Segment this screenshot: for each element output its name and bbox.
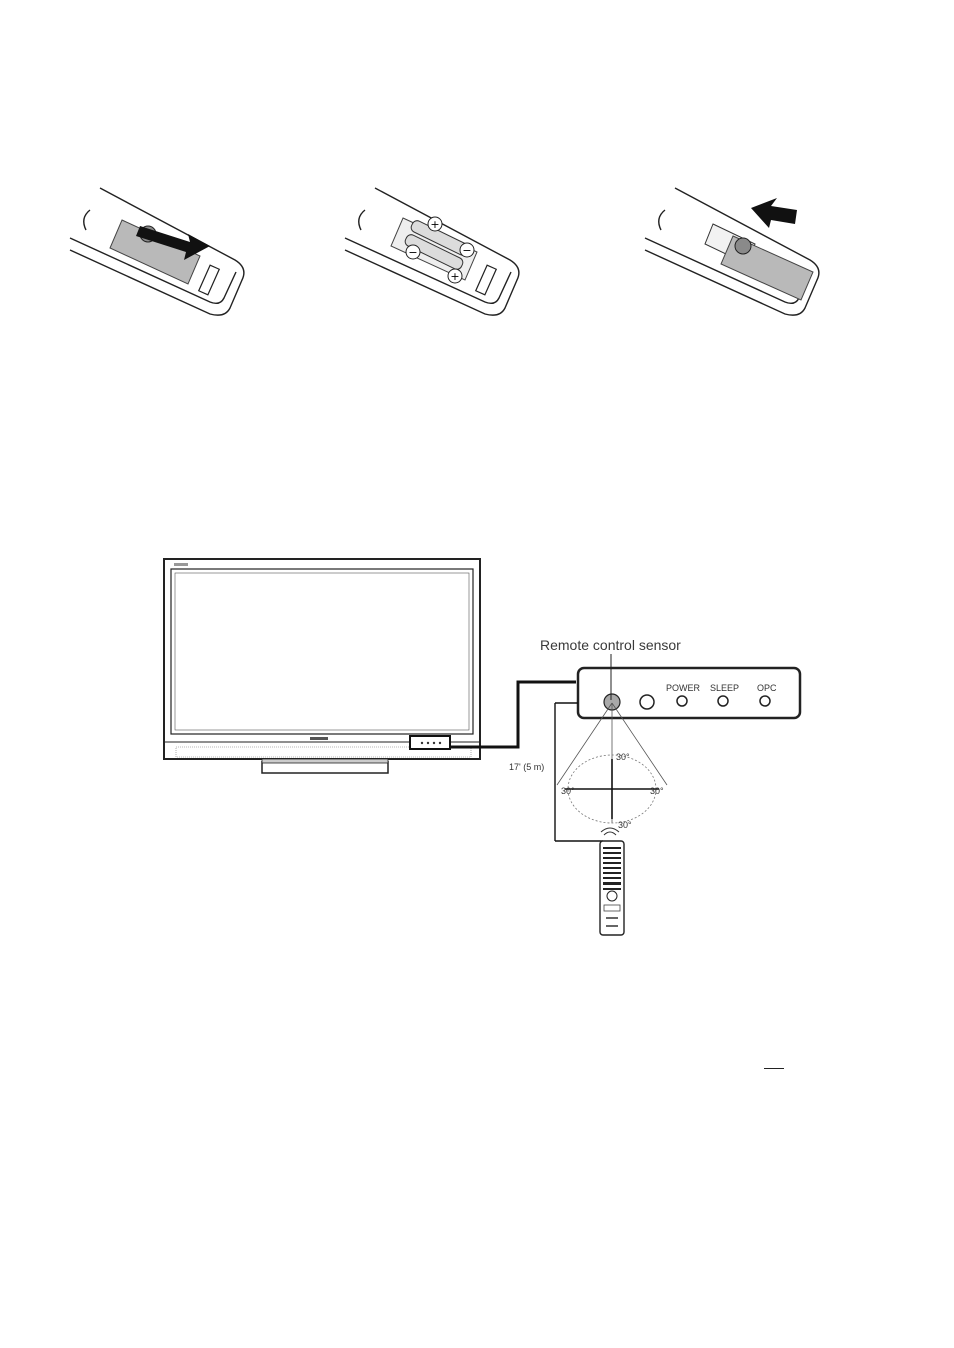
sleep-led [718,696,728,706]
polarity-mark-2: − [408,246,417,259]
polarity-mark-3: − [462,244,471,257]
battery-step-3-illustration [635,180,835,330]
sensor-title: Remote control sensor [540,637,681,653]
distance-label: 17' (5 m) [509,762,544,772]
battery-step-2-illustration: + − − + [335,180,535,330]
page-dash-mark [764,1068,784,1069]
battery-step-1-illustration [60,180,260,330]
remote-control-illustration [590,825,640,940]
angle-top: 30° [616,752,630,762]
angle-left: 30° [561,786,575,796]
panel-label-power: POWER [666,683,700,693]
opc-led [760,696,770,706]
polarity-mark-1: + [430,218,439,231]
panel-label-sleep: SLEEP [710,683,739,693]
angle-right: 30° [650,786,664,796]
panel-label-opc: OPC [757,683,777,693]
polarity-mark-4: + [450,270,459,283]
